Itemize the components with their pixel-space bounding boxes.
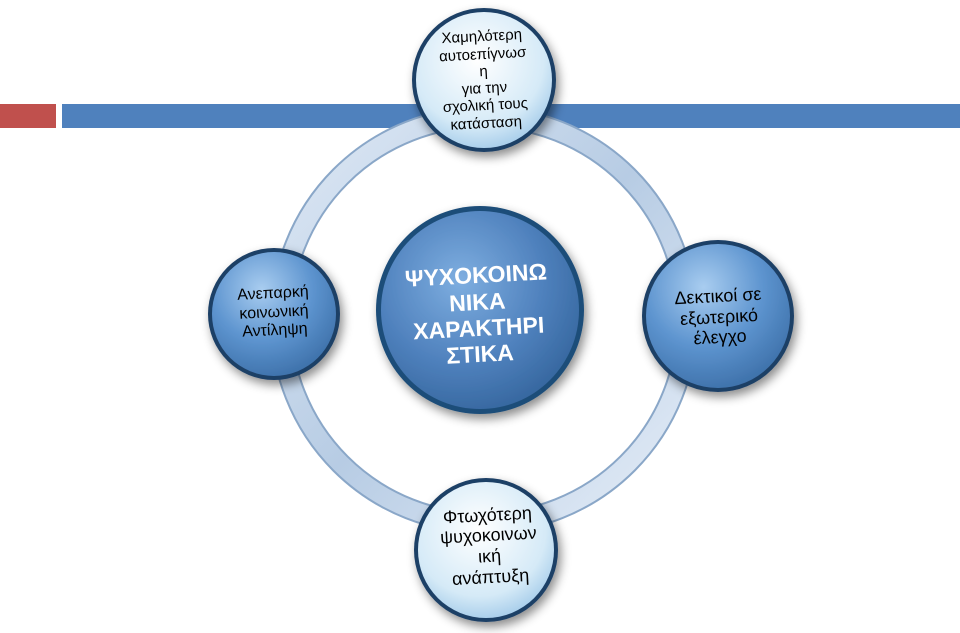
bottom-line: ανάπτυξη [451,564,530,589]
right-line: έλεγχο [693,325,748,349]
top-node-label: Χαμηλότερη αυτοεπίγνωσ η για την σχολική… [421,11,548,149]
right-node-label: Δεκτικοί σε εξωτερικό έλεγχο [647,254,791,379]
center-node-label: ΨΥΧΟΚΟΙΝΩ ΝΙΚΑ ΧΑΡΑΚΤΗΡΙ ΣΤΙΚΑ [373,215,583,415]
bottom-node-label: Φτωχότερη ψυχοκοινων ική ανάπτυξη [415,476,564,615]
bottom-node [418,482,554,618]
left-line: Αντίληψη [241,320,309,341]
accent-bar-red [0,104,56,128]
left-node-label: Ανεπαρκή κοινωνική Αντίληψη [211,255,337,371]
center-node [381,211,579,409]
left-node [212,252,336,376]
right-node [646,244,790,388]
top-node [416,12,552,148]
